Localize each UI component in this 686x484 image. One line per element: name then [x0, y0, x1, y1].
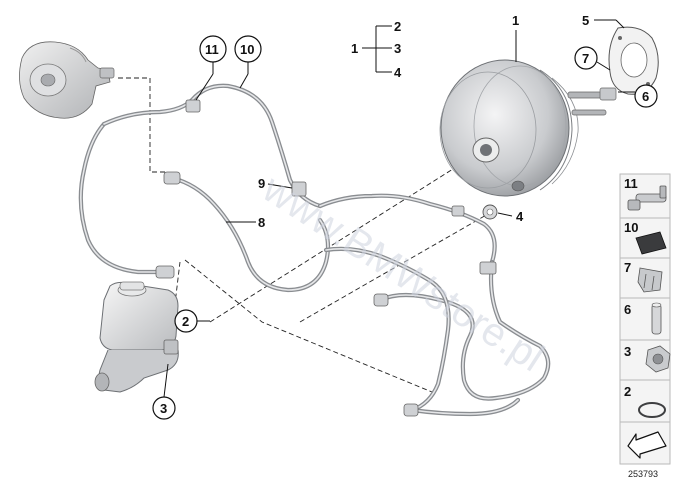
callout-labels: 1 5 7 6 11 10 9 8 4 2 [152, 13, 658, 420]
legend-item: 6 [619, 297, 671, 341]
direction-arrow-icon [627, 431, 667, 459]
legend-num: 10 [624, 220, 638, 235]
stud-pin-icon [651, 302, 662, 335]
callout-1: 1 [512, 13, 519, 28]
callout-9: 9 [258, 176, 265, 191]
callout-3: 3 [160, 401, 167, 416]
master-cylinder-reservoir [94, 281, 179, 393]
legend-item: 3 [619, 339, 671, 381]
legend-num: 6 [624, 302, 631, 317]
parts-legend: 11 10 7 6 [619, 173, 671, 479]
foam-pad-icon [635, 231, 667, 255]
vacuum-pump [19, 41, 115, 119]
legend-item: 10 [619, 217, 671, 259]
callout-6: 6 [642, 89, 649, 104]
bracket-parent-label: 1 [351, 41, 358, 56]
hose-clamp-icon [627, 185, 667, 211]
callout-11: 11 [205, 42, 219, 57]
legend-num: 3 [624, 344, 631, 359]
legend-item: 2 [619, 379, 671, 423]
callout-5: 5 [582, 13, 589, 28]
part-group-bracket: 1 2 3 4 [351, 19, 402, 80]
vacuum-hose-network [78, 83, 551, 417]
callout-2: 2 [182, 314, 189, 329]
seal-ring-part [482, 204, 498, 220]
diagram-reference-number: 253793 [628, 469, 658, 479]
booster-gasket [608, 26, 659, 95]
legend-num: 11 [624, 176, 638, 191]
o-ring-icon [638, 402, 666, 418]
bracket-child-label: 2 [394, 19, 401, 34]
bracket-child-label: 3 [394, 41, 401, 56]
hex-nut-icon [645, 345, 671, 373]
callout-4: 4 [516, 209, 524, 224]
callout-7: 7 [582, 51, 589, 66]
legend-item: 11 [619, 173, 671, 219]
legend-num: 2 [624, 384, 631, 399]
bracket-child-label: 4 [394, 65, 402, 80]
callout-10: 10 [240, 42, 254, 57]
legend-num: 7 [624, 260, 631, 275]
bracket-clip-icon [637, 267, 663, 293]
callout-8: 8 [258, 215, 265, 230]
legend-arrow-box [619, 421, 671, 465]
brake-booster [439, 59, 617, 197]
legend-item: 7 [619, 257, 671, 299]
